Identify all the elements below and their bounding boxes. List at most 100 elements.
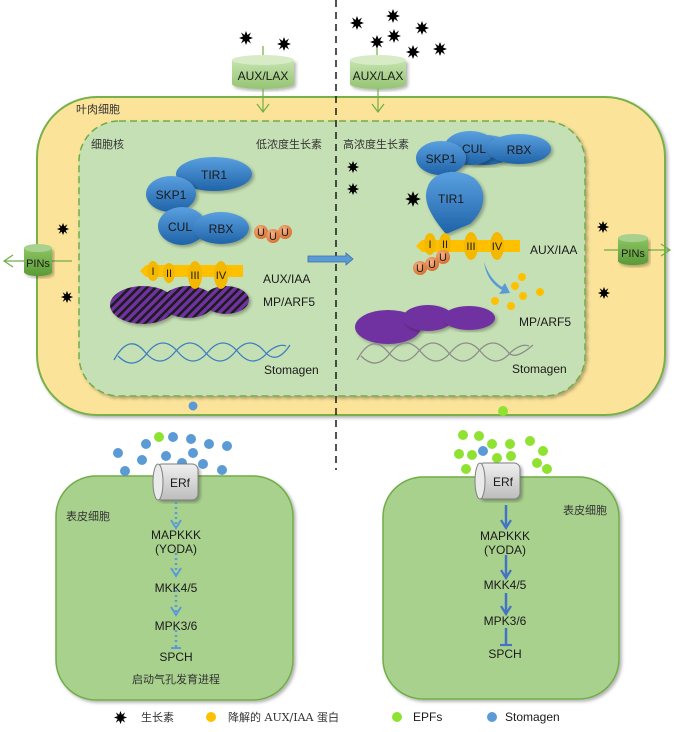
auxin-star-icon — [113, 710, 128, 725]
auxlax-label: AUX/LAX — [353, 69, 404, 83]
right-scf-complex: RBX RBX CUL SKP1 TIR1 — [416, 131, 551, 234]
arf-protein — [162, 286, 214, 318]
orange-dot — [511, 282, 519, 290]
ubiquitin-chain: U U U — [413, 250, 450, 275]
legend: 生长素 降解的 AUX/IAA 蛋白 EPFs Stomagen — [113, 710, 560, 725]
stomagen-dot — [113, 448, 123, 458]
auxin-star-icon — [387, 29, 401, 43]
orange-dot — [536, 288, 544, 296]
legend-item: 降解的 AUX/IAA 蛋白 — [206, 710, 339, 724]
degraded-auxiaa-fragments — [491, 273, 544, 310]
stomagen-dot — [168, 432, 178, 442]
stomagen-dot — [222, 441, 232, 451]
epf-dot — [454, 449, 464, 459]
left-auxiaa-label: AUX/IAA — [263, 272, 310, 286]
epidermal-label: 表皮细胞 — [563, 503, 607, 517]
pathway-spch: SPCH — [159, 650, 192, 664]
stomagen-dot — [188, 448, 198, 458]
stomagen-dot — [120, 466, 130, 476]
auxlax-label: AUX/LAX — [238, 69, 289, 83]
ubiquitin — [266, 229, 280, 243]
pathway-mpk: MPK3/6 — [484, 614, 527, 628]
right-epidermal-cell: ERf 表皮细胞 MAPKKK (YODA) MKK4/5 MPK3/6 SPC… — [382, 430, 620, 700]
right-gene-label: Stomagen — [512, 362, 567, 376]
pathway-mapkkk: MAPKKK — [480, 529, 530, 543]
right-auxlax-transporter: AUX/LAX — [350, 9, 447, 113]
stomagen-dot — [161, 451, 171, 461]
ubiquitin — [278, 225, 292, 239]
auxin-star-icon — [277, 37, 291, 51]
arf-protein — [110, 286, 176, 324]
pins-label: PINs — [26, 258, 50, 270]
epf-dot — [506, 451, 516, 461]
ubiquitin-chain: U U U — [254, 225, 292, 243]
auxin-star-icon — [370, 35, 384, 49]
auxin-star-icon — [415, 21, 429, 35]
epf-dot — [498, 406, 508, 416]
arf-protein — [443, 306, 495, 330]
arf-protein — [403, 305, 453, 331]
transition-arrow — [307, 252, 354, 266]
svg-text:IV: IV — [216, 270, 227, 282]
left-auxlax-transporter: AUX/LAX — [232, 31, 294, 113]
pathway-mpk: MPK3/6 — [155, 619, 198, 633]
arrow-down-icon — [256, 103, 270, 113]
epf-dot — [525, 436, 535, 446]
auxin-star-icon — [433, 42, 447, 56]
svg-text:生长素: 生长素 — [141, 710, 174, 724]
svg-text:U: U — [428, 259, 436, 271]
epf-dot — [474, 431, 484, 441]
erf-receptor: ERf — [152, 463, 199, 501]
pathway-yoda: (YODA) — [484, 543, 526, 557]
pathway-mkk: MKK4/5 — [155, 581, 198, 595]
epf-dot — [532, 458, 542, 468]
right-dna-helix — [356, 342, 534, 364]
auxin-star-icon — [406, 45, 420, 59]
svg-text:U: U — [269, 231, 277, 243]
rbx-label: RBX — [209, 222, 234, 236]
epf-dot — [505, 439, 515, 449]
mesophyll-label: 叶肉细胞 — [76, 103, 120, 116]
svg-text:II: II — [442, 239, 448, 251]
svg-text:降解的 AUX/IAA 蛋白: 降解的 AUX/IAA 蛋白 — [228, 710, 339, 724]
legend-item: 生长素 — [113, 710, 174, 725]
orange-dot — [491, 297, 499, 305]
left-arf-complex — [110, 286, 249, 324]
left-pins-transporter: PINs — [2, 244, 72, 276]
orange-dot — [507, 302, 515, 310]
right-condition-label: 高浓度生长素 — [343, 137, 409, 151]
stomagen-dot — [137, 455, 147, 465]
svg-text:II: II — [166, 268, 172, 280]
arrowheads — [170, 519, 182, 649]
arrow-down-icon — [371, 103, 385, 113]
epidermal-label: 表皮细胞 — [66, 509, 110, 523]
stomagen-dot — [188, 401, 198, 411]
svg-text:U: U — [416, 263, 424, 275]
arrowheads — [500, 519, 512, 647]
svg-text:Stomagen: Stomagen — [505, 710, 560, 724]
tir1-label: TIR1 — [201, 168, 227, 182]
left-condition-label: 低浓度生长素 — [256, 137, 322, 151]
skp1-label: SKP1 — [426, 152, 457, 166]
pathway-spch: SPCH — [488, 647, 521, 661]
right-arf-label: MP/ARF5 — [519, 315, 571, 329]
stomagen-dot — [204, 439, 214, 449]
legend-item: Stomagen — [487, 710, 560, 724]
erf-receptor: ERf — [474, 462, 521, 500]
left-auxiaa-protein: I II III IV — [140, 261, 243, 289]
skp1-protein — [416, 141, 466, 175]
nucleus-label: 细胞核 — [91, 137, 124, 151]
right-auxiaa-protein: I II III IV — [416, 232, 520, 260]
ligand-cloud — [454, 430, 552, 474]
stomagen-dot — [478, 446, 488, 456]
svg-text:U: U — [257, 227, 265, 239]
legend-item: EPFs — [392, 710, 442, 724]
left-dna-helix — [113, 342, 291, 364]
epf-dot — [154, 432, 164, 442]
tir1-protein — [426, 171, 484, 234]
epf-dot — [542, 464, 552, 474]
epf-dot — [461, 464, 471, 474]
ubiquitin — [254, 225, 268, 239]
outcome-label: 启动气孔发育进程 — [132, 672, 220, 686]
